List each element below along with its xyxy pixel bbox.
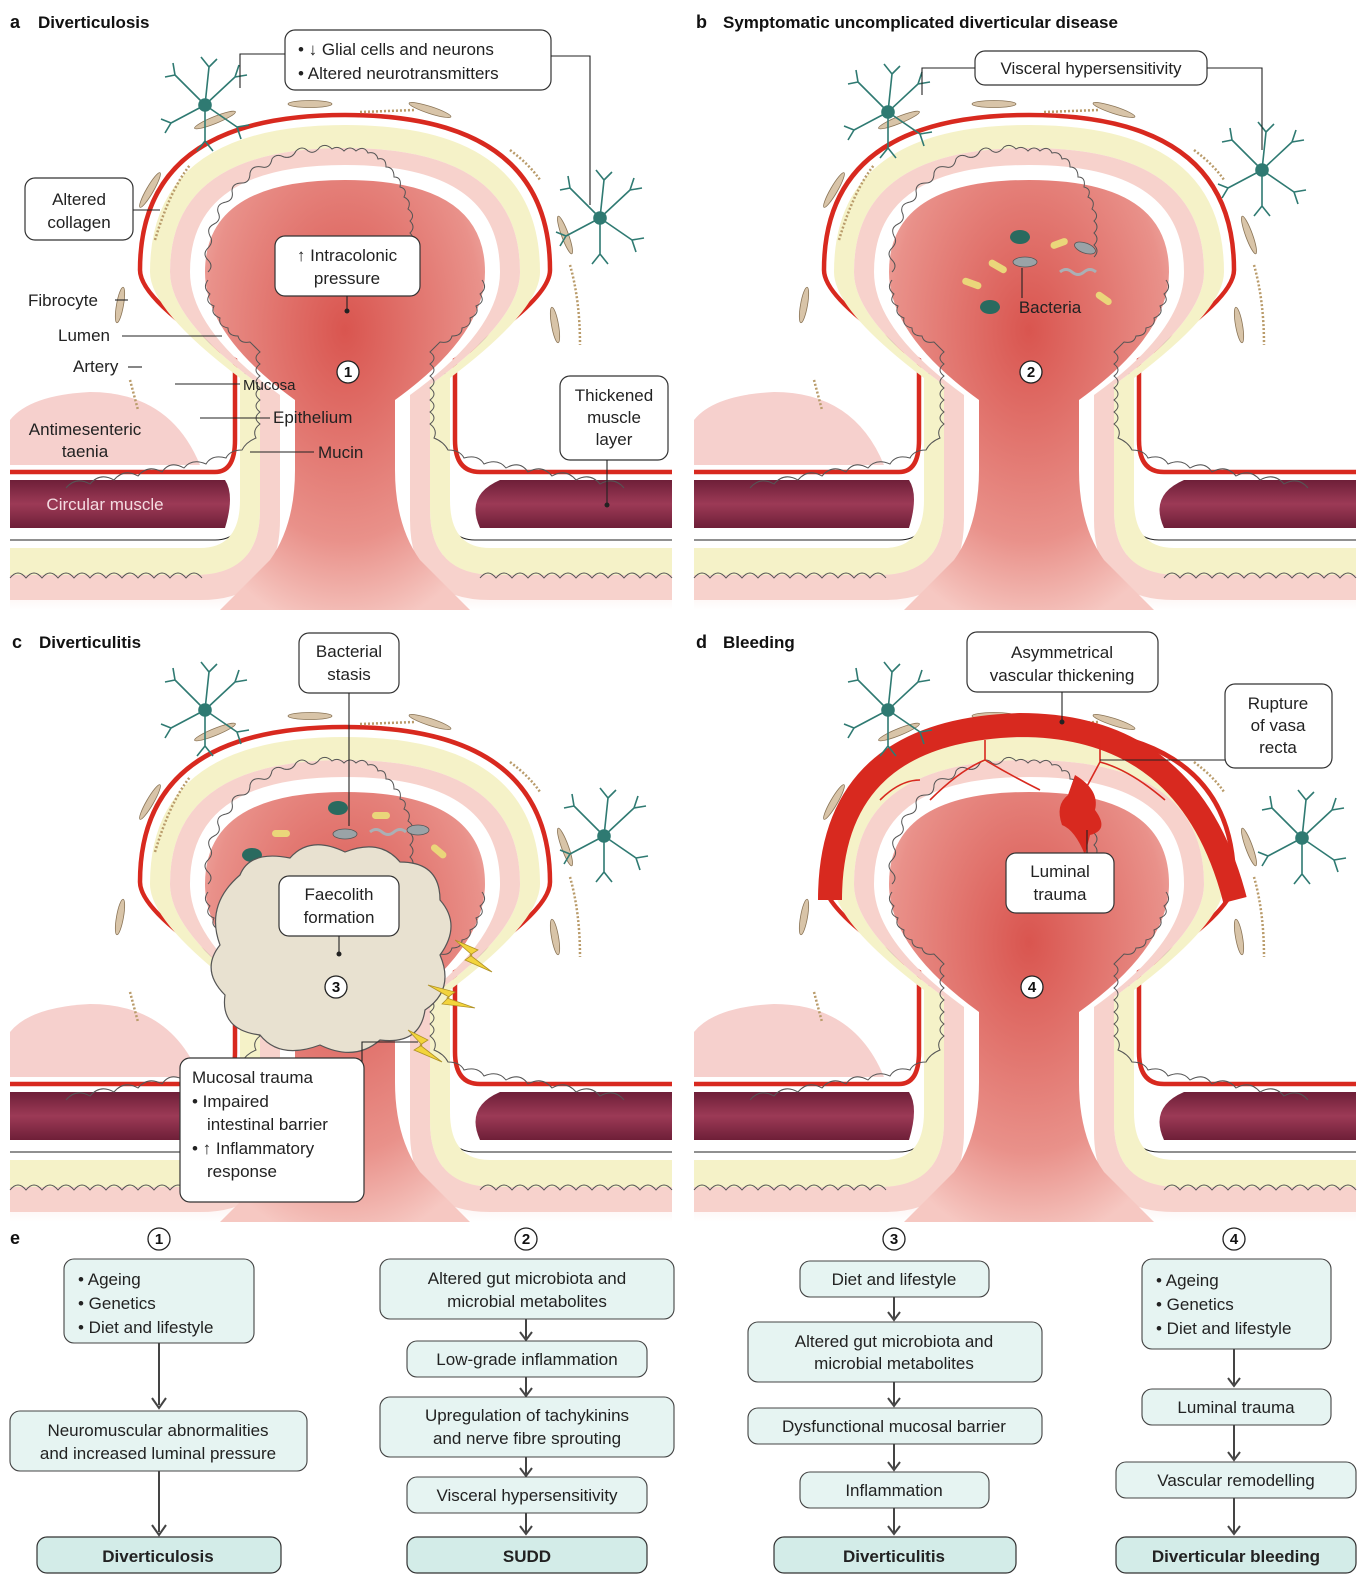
- panel-c: c Diverticulitis Bacterial stasis Faecol…: [10, 632, 672, 1222]
- flow4-outcome: Diverticular bleeding: [1152, 1547, 1320, 1566]
- flow4-b1-l2: • Genetics: [1156, 1295, 1234, 1314]
- neuron-icon: [560, 788, 648, 882]
- panel-b: b Symptomatic uncomplicated diverticular…: [694, 12, 1356, 610]
- flow4-b2: Luminal trauma: [1177, 1398, 1295, 1417]
- fibrocyte-label: Fibrocyte: [28, 291, 98, 310]
- flow3-b1: Diet and lifestyle: [832, 1270, 957, 1289]
- stasis-line-2: stasis: [327, 665, 370, 684]
- muscle-line-2: muscle: [587, 408, 641, 427]
- muscle-line-3: layer: [596, 430, 633, 449]
- neuron-icon: [1258, 790, 1346, 884]
- glia-line-2: • Altered neurotransmitters: [298, 64, 499, 83]
- faecolith-line-1: Faecolith: [305, 885, 374, 904]
- panel-c-letter: c: [12, 632, 22, 652]
- marker-2: 2: [1027, 364, 1035, 381]
- taenia-line-1: Antimesenteric: [29, 420, 142, 439]
- pressure-line-2: pressure: [314, 269, 380, 288]
- bacteria-label: Bacteria: [1019, 298, 1082, 317]
- flow1-b2-l1: Neuromuscular abnormalities: [47, 1421, 268, 1440]
- panel-e: e 1 • Ageing • Genetics • Diet and lifes…: [10, 1228, 1356, 1573]
- flow3-b2-l2: microbial metabolites: [814, 1354, 974, 1373]
- flow-num-2: 2: [522, 1231, 530, 1248]
- asym-line-2: vascular thickening: [990, 666, 1135, 685]
- rupture-line-1: Rupture: [1248, 694, 1308, 713]
- flow3-microbiota-box: [748, 1322, 1042, 1382]
- flow2-outcome: SUDD: [503, 1547, 551, 1566]
- luminal-line-2: trauma: [1034, 885, 1087, 904]
- flow4-b3: Vascular remodelling: [1157, 1471, 1314, 1490]
- circular-muscle-label: Circular muscle: [46, 495, 163, 514]
- glia-line-1: • ↓ Glial cells and neurons: [298, 40, 494, 59]
- flow3-b3: Dysfunctional mucosal barrier: [782, 1417, 1006, 1436]
- mucin-label: Mucin: [318, 443, 363, 462]
- panel-b-title: Symptomatic uncomplicated diverticular d…: [723, 13, 1118, 32]
- neuron-icon: [161, 57, 249, 151]
- faecolith-line-2: formation: [304, 908, 375, 927]
- pressure-line-1: ↑ Intracolonic: [297, 246, 398, 265]
- flow1-b1-l2: • Genetics: [78, 1294, 156, 1313]
- flow2-b4: Visceral hypersensitivity: [436, 1486, 618, 1505]
- visceral-label: Visceral hypersensitivity: [1000, 59, 1182, 78]
- diverticulum-illustration-d: [694, 712, 1356, 1222]
- flow-num-3: 3: [890, 1231, 898, 1248]
- flow2-b3-l2: and nerve fibre sprouting: [433, 1429, 621, 1448]
- trauma-line-1: Mucosal trauma: [192, 1068, 313, 1087]
- flow2-b2: Low-grade inflammation: [436, 1350, 617, 1369]
- panel-b-letter: b: [696, 12, 707, 32]
- stasis-line-1: Bacterial: [316, 642, 382, 661]
- lumen-label: Lumen: [58, 326, 110, 345]
- flow4-b1-l1: • Ageing: [1156, 1271, 1219, 1290]
- mucosa-label: Mucosa: [243, 377, 296, 394]
- rupture-line-3: recta: [1259, 738, 1297, 757]
- flow1-b2-l2: and increased luminal pressure: [40, 1444, 276, 1463]
- flow1-b1-l1: • Ageing: [78, 1270, 141, 1289]
- panel-a-letter: a: [10, 12, 21, 32]
- flow3-b4: Inflammation: [845, 1481, 942, 1500]
- panel-a: a Diverticulosis • ↓ Glial cells and neu…: [10, 12, 672, 610]
- flow2-b1-l1: Altered gut microbiota and: [428, 1269, 626, 1288]
- panel-c-title: Diverticulitis: [39, 633, 141, 652]
- diverticulum-illustration-b: [694, 100, 1356, 610]
- flow-num-1: 1: [155, 1231, 163, 1248]
- luminal-line-1: Luminal: [1030, 862, 1090, 881]
- diverticulum-illustration-a: [10, 100, 672, 610]
- trauma-line-3: intestinal barrier: [207, 1115, 328, 1134]
- panel-d-title: Bleeding: [723, 633, 795, 652]
- trauma-line-2: • Impaired: [192, 1092, 269, 1111]
- panel-a-title: Diverticulosis: [38, 13, 150, 32]
- taenia-line-2: taenia: [62, 442, 109, 461]
- marker-4: 4: [1028, 979, 1037, 996]
- flow1-outcome: Diverticulosis: [102, 1547, 214, 1566]
- flow2-b1-l2: microbial metabolites: [447, 1292, 607, 1311]
- flow2-b3-l1: Upregulation of tachykinins: [425, 1406, 629, 1425]
- flow-num-4: 4: [1230, 1231, 1239, 1248]
- collagen-line-2: collagen: [47, 213, 110, 232]
- collagen-line-1: Altered: [52, 190, 106, 209]
- trauma-line-4: • ↑ Inflammatory: [192, 1139, 315, 1158]
- panel-d-letter: d: [696, 632, 707, 652]
- artery-label: Artery: [73, 357, 119, 376]
- flow1-b1-l3: • Diet and lifestyle: [78, 1318, 213, 1337]
- flow3-outcome: Diverticulitis: [843, 1547, 945, 1566]
- panel-e-letter: e: [10, 1228, 20, 1248]
- panel-d: d Bleeding Asymmetrical vascular thicken…: [694, 632, 1356, 1222]
- flow4-b1-l3: • Diet and lifestyle: [1156, 1319, 1291, 1338]
- epithelium-label: Epithelium: [273, 408, 352, 427]
- trauma-line-5: response: [207, 1162, 277, 1181]
- flow3-b2-l1: Altered gut microbiota and: [795, 1332, 993, 1351]
- asym-line-1: Asymmetrical: [1011, 643, 1113, 662]
- rupture-line-2: of vasa: [1251, 716, 1306, 735]
- marker-3: 3: [332, 979, 340, 996]
- marker-1: 1: [344, 364, 352, 381]
- muscle-line-1: Thickened: [575, 386, 653, 405]
